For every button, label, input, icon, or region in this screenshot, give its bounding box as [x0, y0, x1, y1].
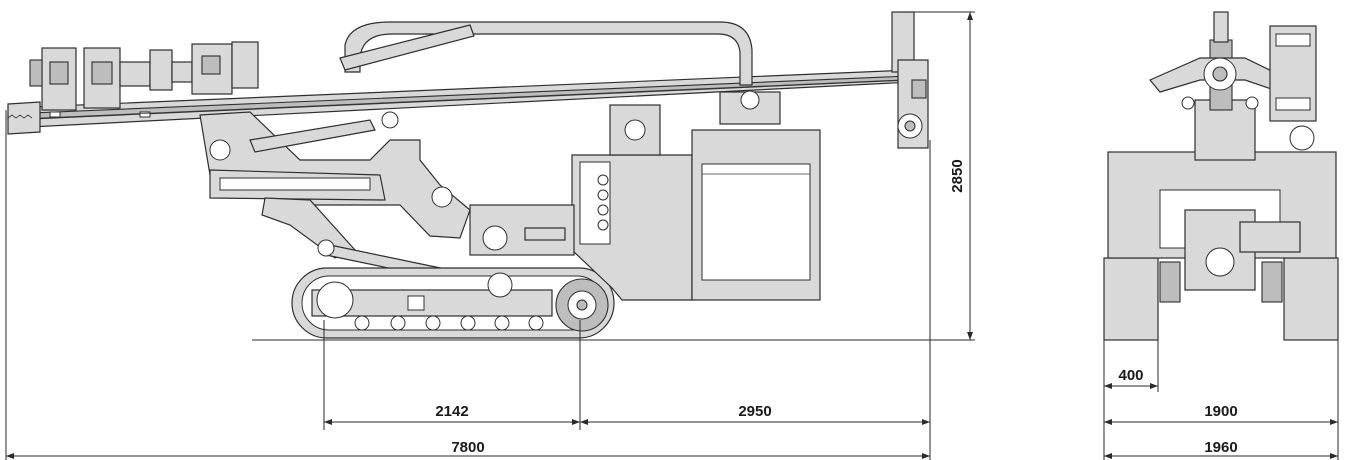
- boom-arms: [199, 111, 471, 281]
- side-view: 2850 2142 2950 7800: [5, 11, 975, 460]
- hose-arc: [344, 21, 753, 86]
- width-dimensions: 400 1900 1960: [1103, 340, 1339, 460]
- rear-length-label: 2950: [738, 403, 771, 420]
- overall-length-label: 7800: [451, 439, 484, 456]
- length-dimensions: 2142 2950 7800: [5, 110, 931, 460]
- track-length-label: 2142: [435, 403, 468, 420]
- hose-loop: [1289, 125, 1315, 151]
- height-label: 2850: [949, 159, 966, 192]
- crawler-track: [291, 267, 615, 339]
- right-track: [1283, 257, 1339, 341]
- inner-width-label: 1900: [1204, 403, 1237, 420]
- left-track: [1103, 257, 1159, 341]
- rod-clamps: [29, 41, 259, 111]
- mast-head: [891, 11, 929, 149]
- front-view: 400 1900 1960: [1103, 11, 1339, 460]
- height-dimension: 2850: [900, 11, 975, 340]
- track-width-label: 400: [1118, 367, 1143, 384]
- arc-support: [339, 24, 475, 71]
- power-pack: [469, 90, 821, 301]
- overall-width-label: 1960: [1204, 439, 1237, 456]
